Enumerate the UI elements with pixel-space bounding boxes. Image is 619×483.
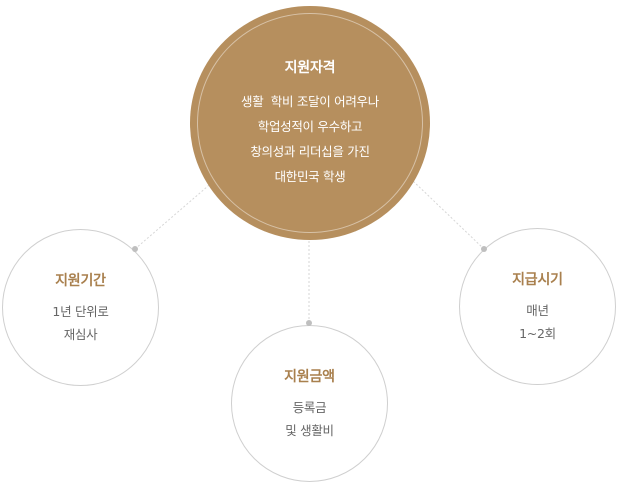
support-period-title: 지원기간 [55, 272, 106, 289]
support-amount-line-2: 및 생활비 [285, 422, 334, 438]
eligibility-inner-ring [197, 13, 423, 233]
eligibility-circle: 지원자격 생활 학비 조달이 어려우나 학업성적이 우수하고 창의성과 리더십을… [190, 6, 430, 240]
payment-timing-line-2: 1~2회 [519, 325, 556, 341]
support-amount-line-1: 등록금 [292, 399, 327, 415]
payment-timing-line-1: 매년 [526, 302, 549, 318]
connector-left [134, 179, 216, 250]
connector-right [411, 179, 485, 250]
payment-timing-title: 지급시기 [512, 271, 563, 288]
support-period-line-1: 1년 단위로 [52, 303, 109, 319]
support-amount-title: 지원금액 [284, 368, 335, 385]
support-amount-circle: 지원금액 등록금 및 생활비 [231, 325, 388, 482]
support-period-circle: 지원기간 1년 단위로 재심사 [2, 229, 159, 386]
support-period-line-2: 재심사 [63, 326, 98, 342]
payment-timing-circle: 지급시기 매년 1~2회 [459, 228, 616, 385]
